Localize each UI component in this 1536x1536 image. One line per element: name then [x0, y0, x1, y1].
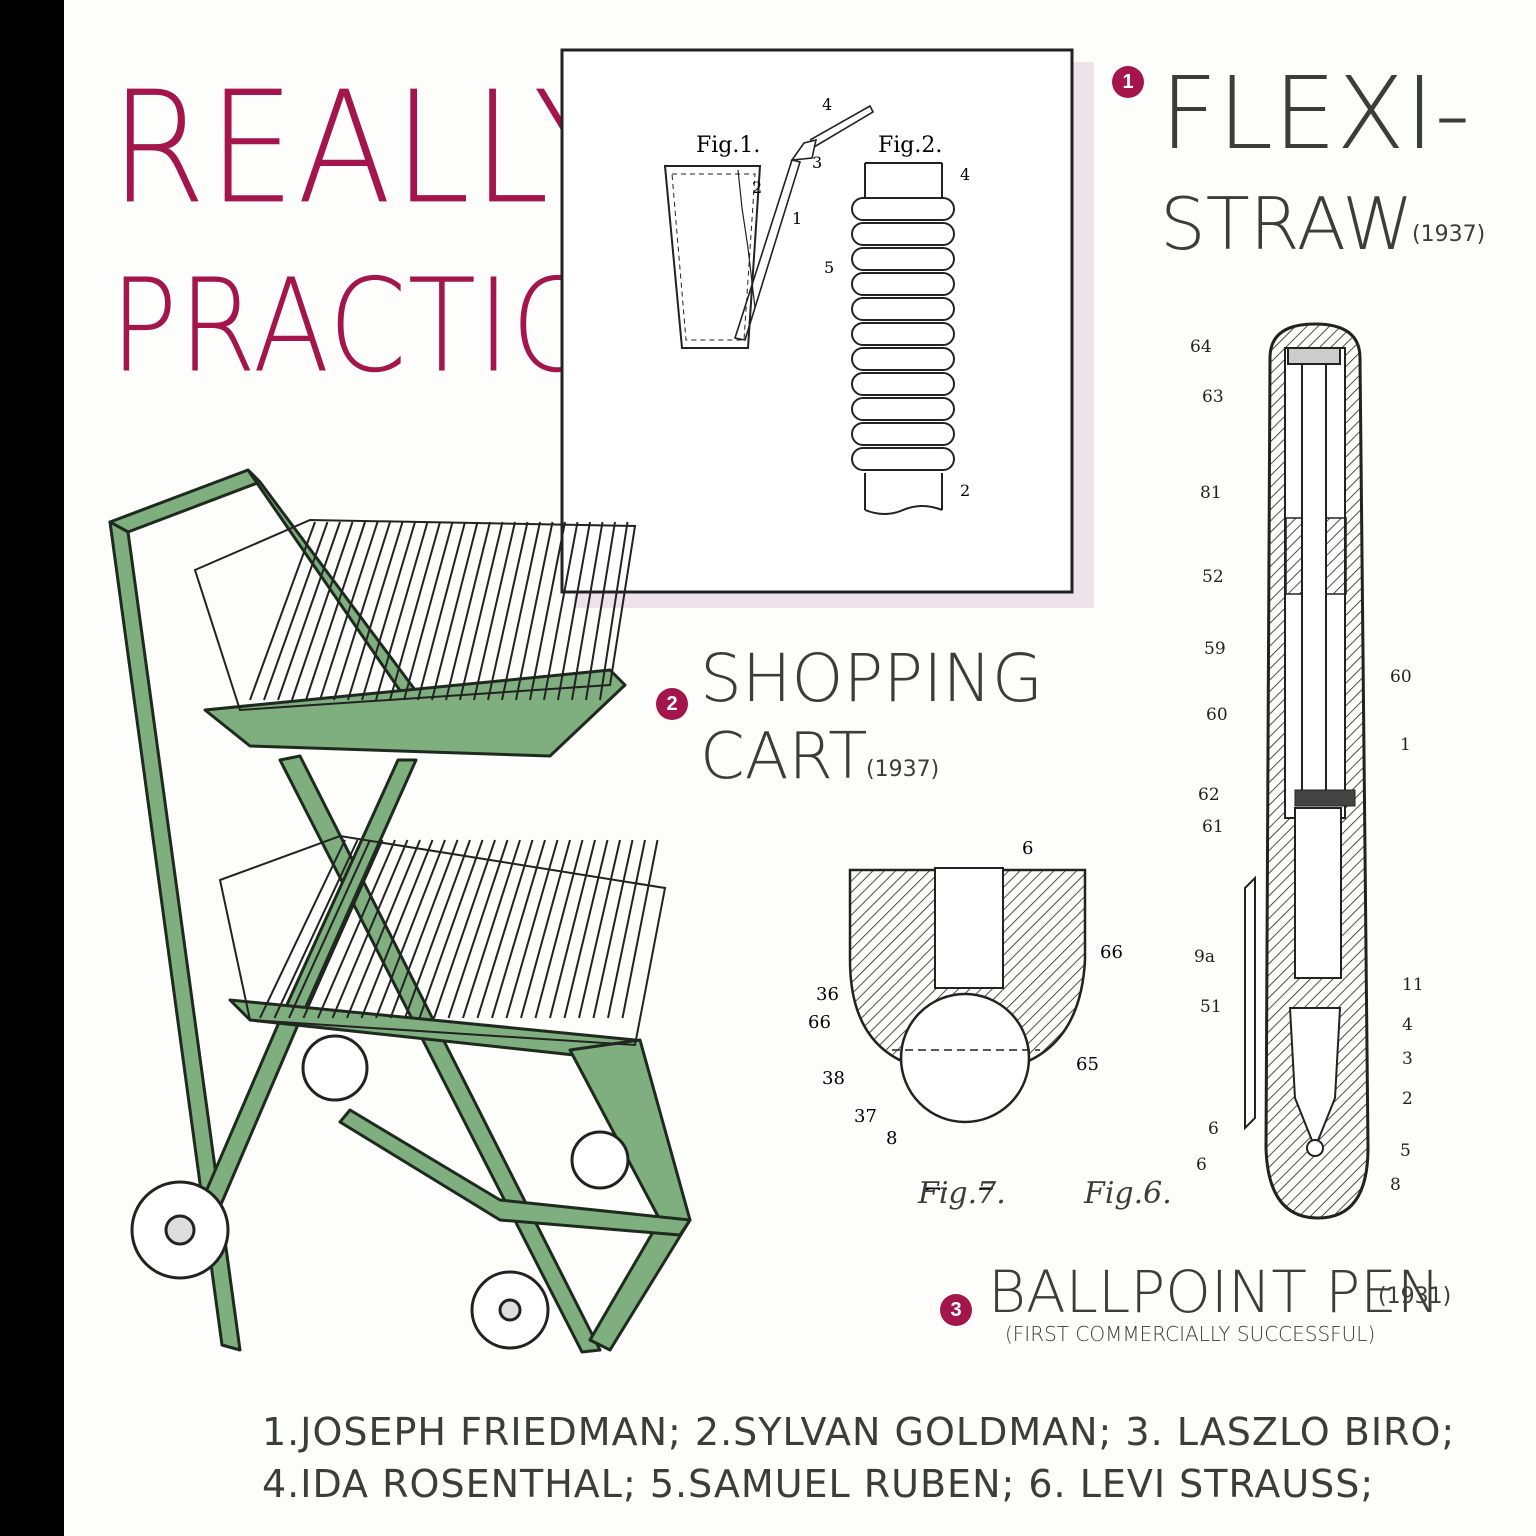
page-spine [0, 0, 64, 1536]
flexi-straw-year: (1937) [1412, 222, 1486, 247]
fig2-label: Fig.2. [878, 133, 942, 158]
fig7-caption: Fig.7. [918, 1176, 1006, 1211]
ballpoint-pen-note: (FIRST COMMERCIALLY SUCCESSFUL) [1005, 1322, 1376, 1346]
straw-ref-2b: 2 [960, 481, 970, 500]
straw-ref-2: 2 [752, 178, 762, 197]
fig6-ref-11: 11 [1402, 975, 1424, 995]
fig6-ref-63: 63 [1202, 387, 1224, 407]
fig6-ref-59: 59 [1204, 639, 1226, 659]
fig6-ref-62: 62 [1198, 785, 1220, 805]
fig6-ref-9a: 9a [1194, 947, 1215, 967]
fig7-ref-66b: 66 [808, 1012, 831, 1033]
fig7-ref-8: 8 [886, 1128, 897, 1149]
fig7-ref-65: 65 [1076, 1054, 1099, 1075]
fig1-label: Fig.1. [696, 133, 760, 158]
item-1-badge: 1 [1112, 66, 1144, 98]
shopping-cart-title-line2: CART [700, 720, 868, 794]
shopping-cart-year: (1937) [866, 757, 940, 782]
fig6-ref-6: 6 [1208, 1119, 1219, 1139]
fig6-ref-6b: 6 [1196, 1155, 1207, 1175]
straw-ref-5: 5 [824, 258, 834, 277]
fig6-ref-2: 2 [1402, 1089, 1413, 1109]
straw-ref-4b: 4 [960, 165, 970, 184]
ballpoint-pen-year: (1931) [1378, 1284, 1452, 1309]
fig6-ref-1: 1 [1400, 735, 1411, 755]
flexi-straw-title-line2: STRAW [1160, 182, 1414, 266]
fig6-ref-3: 3 [1402, 1049, 1413, 1069]
credits-line1: 1.JOSEPH FRIEDMAN; 2.SYLVAN GOLDMAN; 3. … [262, 1410, 1456, 1454]
fig6-ref-64: 64 [1190, 337, 1212, 357]
shopping-cart-drawing [108, 468, 692, 1354]
fig7-label: Fig.7. [919, 1182, 1002, 1190]
shopping-cart-title-line1: SHOPPING [700, 640, 1044, 717]
fig6-ref-60b: 60 [1206, 705, 1228, 725]
straw-ref-4: 4 [822, 95, 832, 114]
fig7-ref-37: 37 [854, 1106, 877, 1127]
pen-body-fig6-drawing: 64 63 81 52 59 60 60 1 62 61 9a 51 11 4 … [1190, 322, 1424, 1220]
item-3-badge: 3 [940, 1294, 972, 1326]
pen-tip-fig7-drawing: 6 66 36 66 38 37 8 65 Fig.7. [808, 838, 1123, 1190]
straw-ref-3: 3 [812, 153, 822, 172]
straw-ref-1: 1 [792, 209, 802, 228]
fig7-ref-66: 66 [1100, 942, 1123, 963]
fig6-caption: Fig.6. [1084, 1176, 1172, 1211]
fig7-ref-38: 38 [822, 1068, 845, 1089]
fig6-ref-8: 8 [1390, 1175, 1401, 1195]
fig7-ref-36: 36 [816, 984, 839, 1005]
fig6-ref-52: 52 [1202, 567, 1224, 587]
page-title-line1: REALLY [110, 58, 620, 239]
fig6-ref-61: 61 [1202, 817, 1224, 837]
fig6-ref-81: 81 [1200, 483, 1222, 503]
fig6-ref-4: 4 [1402, 1015, 1413, 1035]
item-2-badge: 2 [656, 688, 688, 720]
ballpoint-pen-title: BALLPOINT PEN [988, 1258, 1441, 1326]
fig6-ref-5: 5 [1400, 1141, 1411, 1161]
flexi-straw-title-line1: FLEXI- [1160, 55, 1471, 172]
straw-patent-drawing: Fig.1. Fig.2. 1 2 3 4 5 4 2 [560, 48, 1094, 608]
fig6-ref-51: 51 [1200, 997, 1222, 1017]
fig6-ref-60: 60 [1390, 667, 1412, 687]
fig7-ref-6: 6 [1022, 838, 1033, 859]
credits-line2: 4.IDA ROSENTHAL; 5.SAMUEL RUBEN; 6. LEVI… [262, 1462, 1375, 1506]
